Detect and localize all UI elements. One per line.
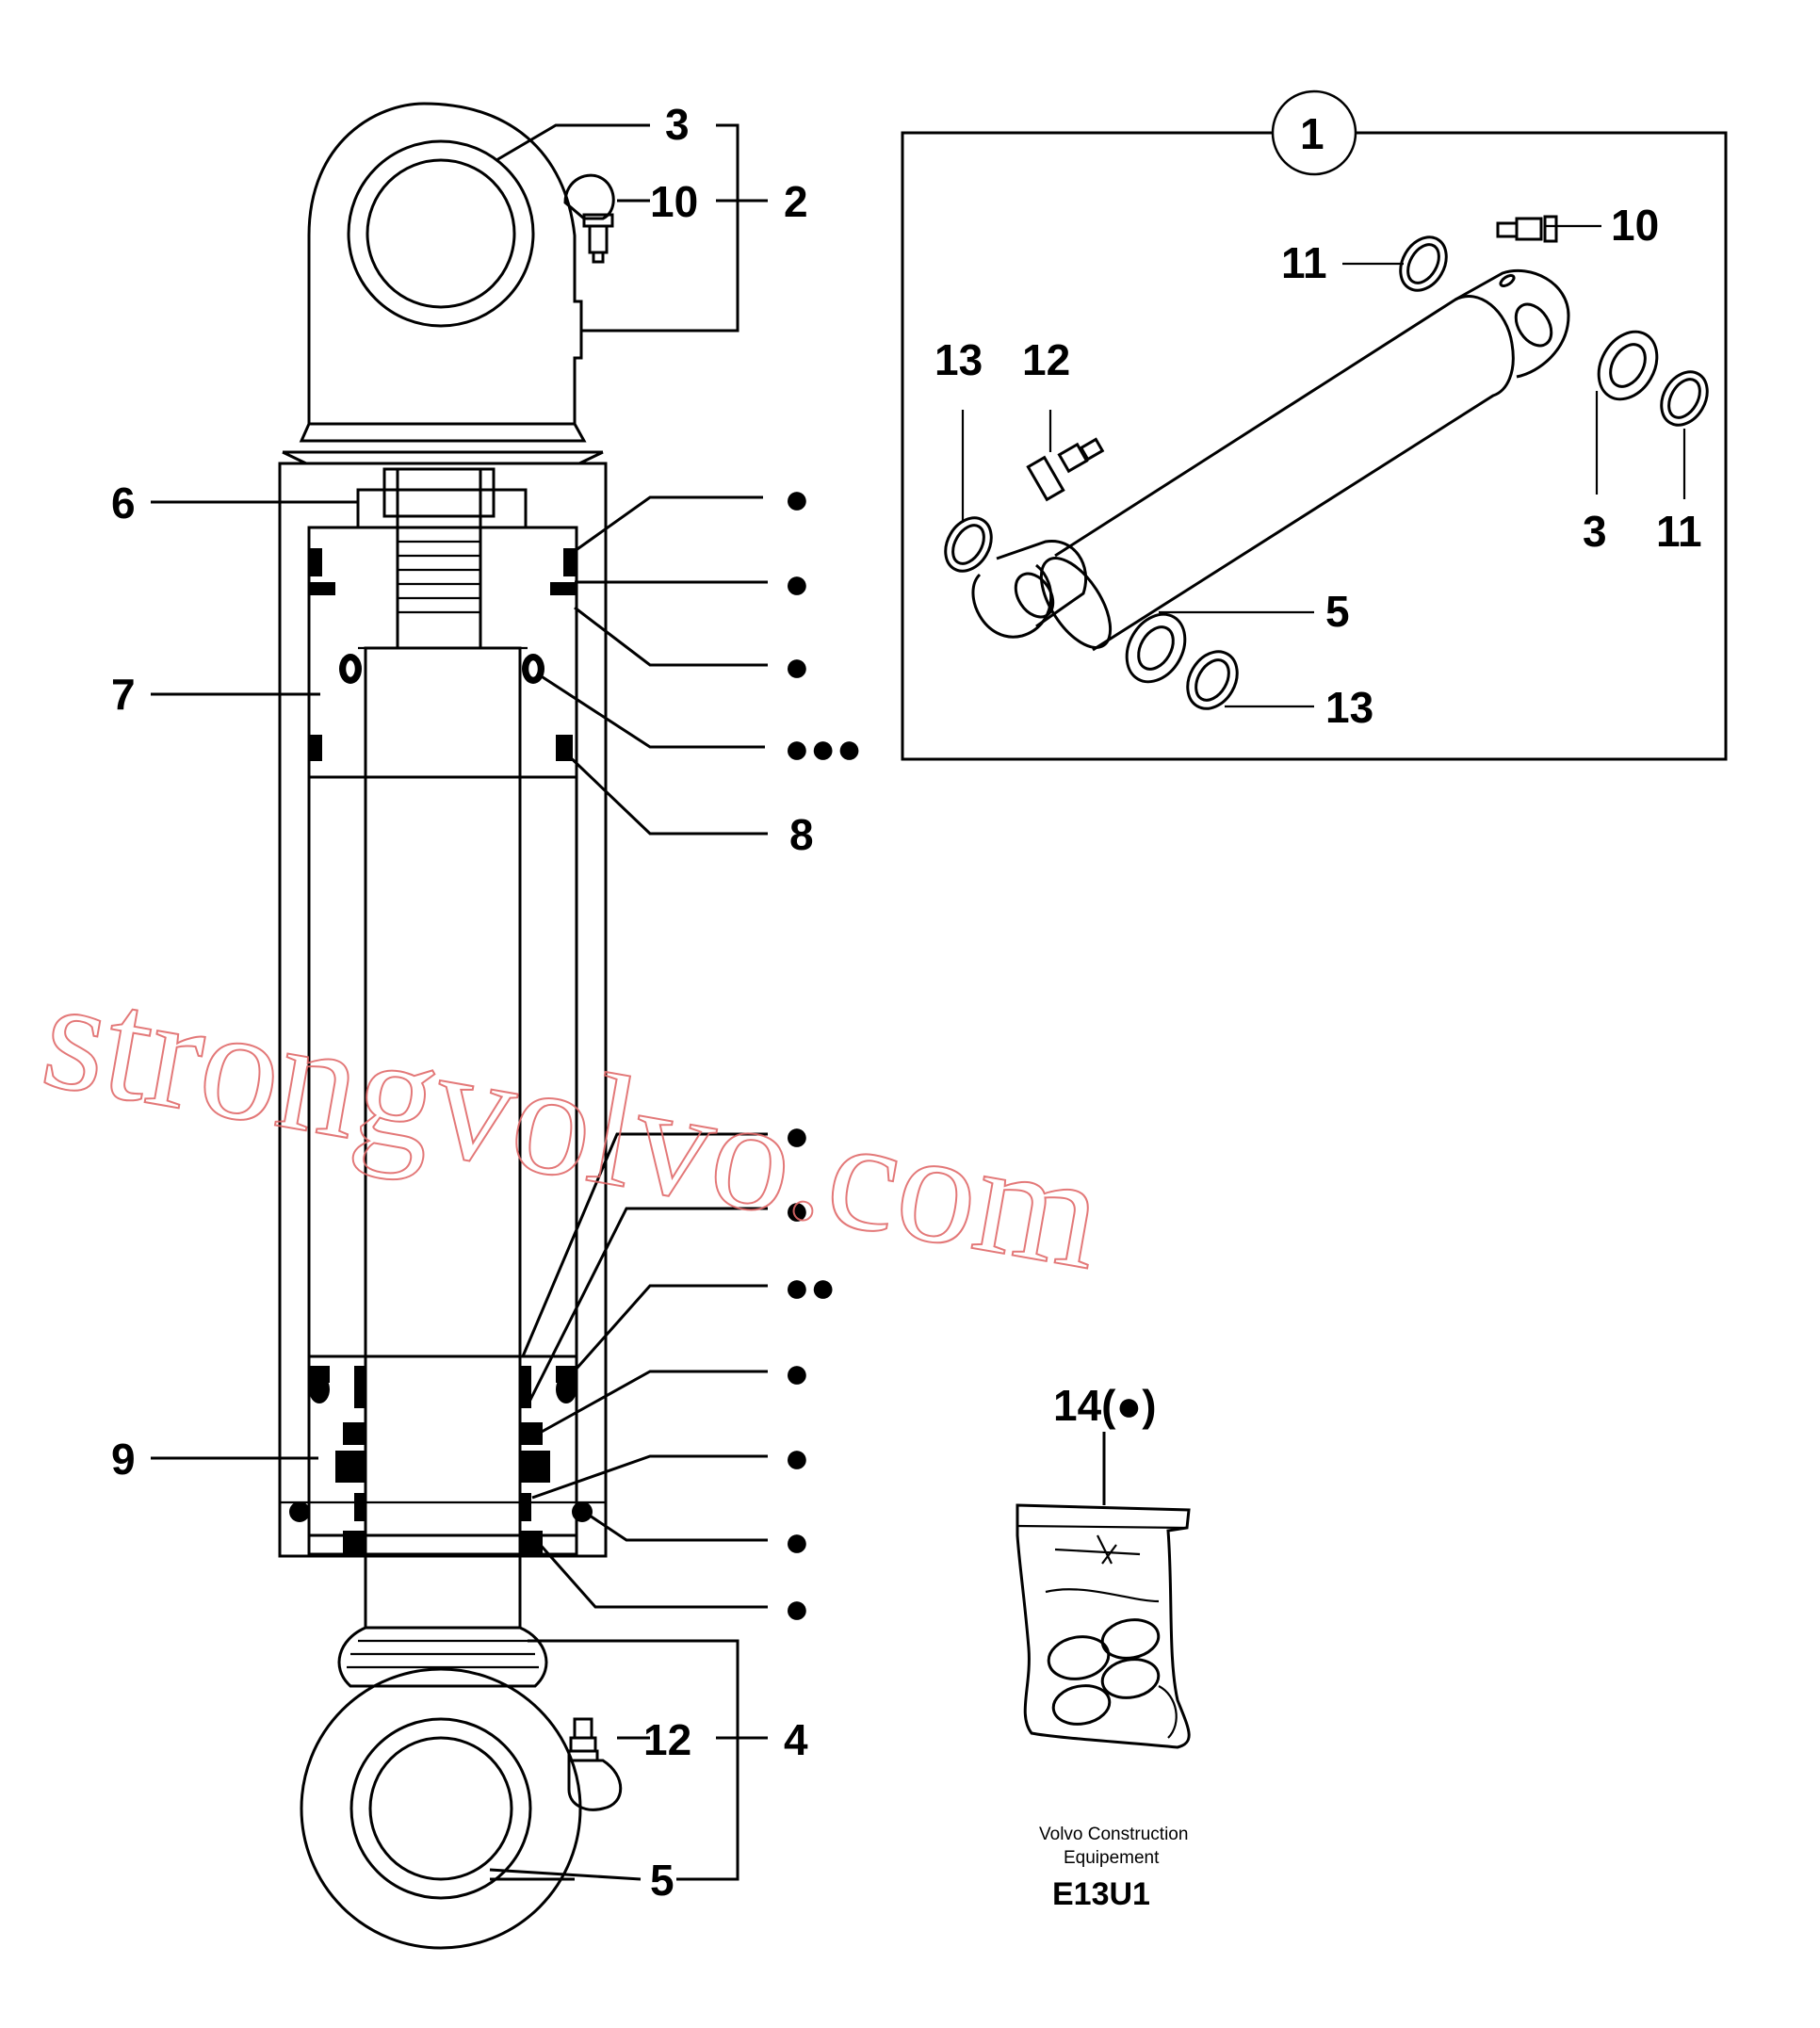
inset-callout-11-a: 11 (1281, 238, 1327, 287)
inset-callout-13-a: 13 (934, 335, 983, 384)
callout-12-bottom: 12 (643, 1715, 691, 1764)
inset-callout-10: 10 (1611, 201, 1659, 250)
callout-7: 7 (111, 670, 136, 719)
callout-dot-3: ● (784, 641, 810, 690)
seal-kit-bag: 14(●) (1016, 1381, 1191, 1749)
callout-8: 8 (789, 810, 814, 859)
diagram-code: E13U1 (1052, 1876, 1150, 1912)
inset-callout-5: 5 (1325, 587, 1350, 636)
credit-line-2: Equipement (1064, 1848, 1160, 1868)
inset-number: 1 (1300, 109, 1324, 158)
assembly-inset: 1 (901, 89, 1728, 761)
callout-3-top: 3 (665, 100, 690, 149)
leader-lines (151, 123, 768, 1881)
callout-dot-11: ● (784, 1583, 810, 1632)
callout-dot-9: ● (784, 1433, 810, 1482)
inset-callout-13-b: 13 (1325, 683, 1373, 732)
inset-callout-3: 3 (1583, 507, 1607, 556)
callout-dot-2: ● (784, 559, 810, 608)
callout-5-bottom: 5 (650, 1856, 674, 1905)
callout-dot-4: ●●● (784, 723, 862, 772)
callout-dot-8: ● (784, 1348, 810, 1397)
callout-dot-6: ● (784, 1185, 810, 1234)
grease-nipple-icon (563, 173, 615, 264)
credit-line-1: Volvo Construction (1039, 1825, 1188, 1844)
callout-4: 4 (784, 1715, 808, 1764)
inset-number-circle (1271, 89, 1357, 176)
callout-2: 2 (784, 177, 808, 226)
callout-dot-5: ● (784, 1111, 810, 1160)
watermark: strongvolvo.com (32, 945, 1114, 1303)
inset-callout-12: 12 (1022, 335, 1070, 384)
callout-dot-7: ●● (784, 1262, 837, 1311)
callout-dot-10: ● (784, 1517, 810, 1566)
callout-10-top: 10 (650, 177, 698, 226)
grease-nipple-icon (567, 1717, 623, 1811)
callout-dot-1: ● (784, 474, 810, 523)
kit-label: 14(●) (1053, 1381, 1157, 1430)
callout-6: 6 (111, 479, 136, 527)
callout-9: 9 (111, 1435, 136, 1484)
inset-callout-11-b: 11 (1656, 507, 1702, 556)
